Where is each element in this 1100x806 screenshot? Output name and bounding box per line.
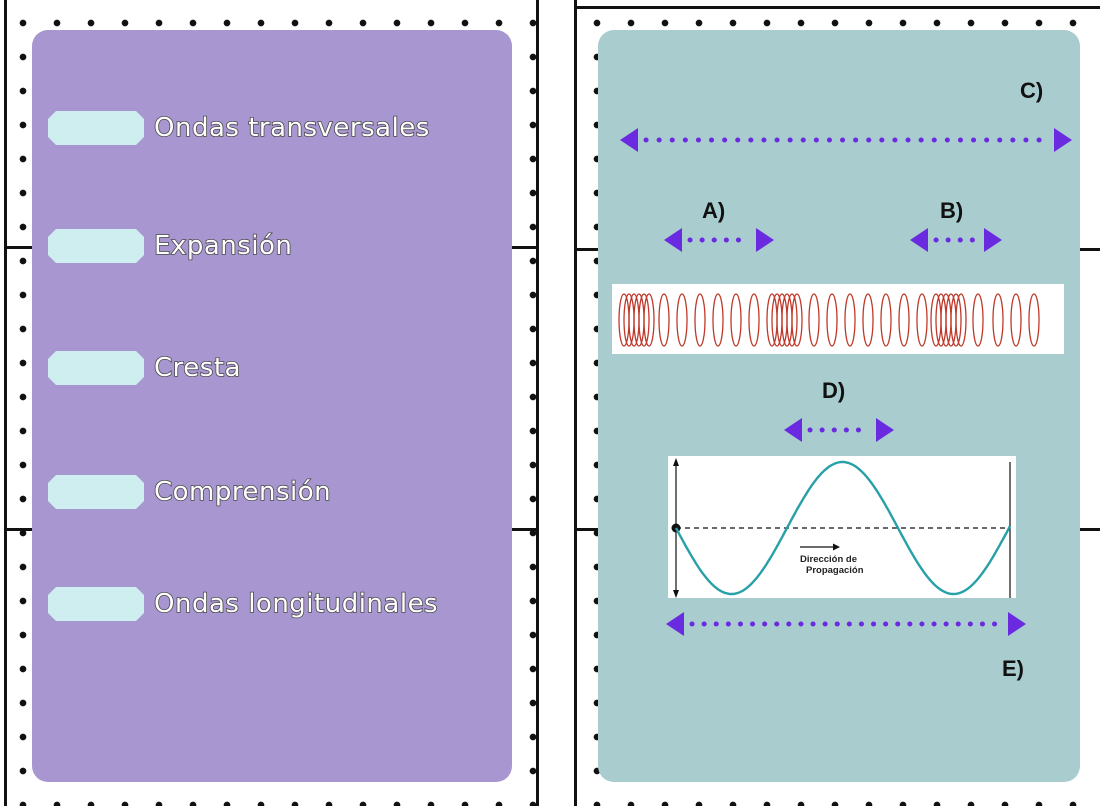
spring-coil xyxy=(880,293,892,347)
spring-coil xyxy=(658,293,670,347)
spring-coil xyxy=(808,293,820,347)
answer-box[interactable] xyxy=(48,351,144,385)
term-label: Comprensión xyxy=(153,476,332,508)
direction-label-line2: Propagación xyxy=(806,565,864,576)
label-b: B) xyxy=(940,198,964,223)
answer-box[interactable] xyxy=(48,229,144,263)
term-label: Expansión xyxy=(153,230,293,262)
spring-coil xyxy=(791,293,803,347)
answer-box[interactable] xyxy=(48,111,144,145)
spring-coil xyxy=(972,293,984,347)
direction-label-line1: Dirección de xyxy=(800,554,857,565)
spring-coil xyxy=(950,293,962,347)
spring-coil xyxy=(638,293,650,347)
spring-coil xyxy=(955,293,967,347)
term-label: Cresta xyxy=(153,352,241,384)
spring-coil xyxy=(916,293,928,347)
spring-coil xyxy=(1028,293,1040,347)
arrow-e xyxy=(666,612,1026,636)
terms-panel xyxy=(32,30,512,782)
term-label: Ondas transversales xyxy=(153,112,430,144)
term-row-ondas-transversales: Ondas transversales xyxy=(48,110,430,146)
longitudinal-wave-image xyxy=(612,284,1064,354)
label-d: D) xyxy=(822,378,846,403)
spring-coil xyxy=(643,293,655,347)
spring-coil xyxy=(712,293,724,347)
label-e: E) xyxy=(1002,656,1024,681)
arrow-d xyxy=(784,418,894,442)
term-row-comprension: Comprensión xyxy=(48,474,331,510)
arrow-a xyxy=(664,228,774,252)
term-row-ondas-longitudinales: Ondas longitudinales xyxy=(48,586,438,622)
sine-wave-diagram: Dirección de Propagación xyxy=(671,458,1012,598)
label-a: A) xyxy=(702,198,726,223)
transverse-wave-image: Dirección de Propagación xyxy=(668,456,1016,598)
term-row-cresta: Cresta xyxy=(48,350,241,386)
spring-coil xyxy=(748,293,760,347)
spring-coil xyxy=(826,293,838,347)
right-card-border-left xyxy=(574,0,577,806)
spring-coil xyxy=(786,293,798,347)
right-card-top-border xyxy=(574,6,1100,9)
spring-coil xyxy=(694,293,706,347)
label-c: C) xyxy=(1020,78,1044,103)
left-card-border-left xyxy=(4,0,7,806)
left-card-border-right xyxy=(536,0,539,806)
spring-coil xyxy=(730,293,742,347)
spring-coil xyxy=(862,293,874,347)
answer-box[interactable] xyxy=(48,587,144,621)
spring-coils xyxy=(618,293,1040,347)
term-row-expansion: Expansión xyxy=(48,228,293,264)
spring-coil xyxy=(676,293,688,347)
term-label: Ondas longitudinales xyxy=(153,588,439,620)
spring-coil xyxy=(1010,293,1022,347)
spring-coil xyxy=(844,293,856,347)
arrow-c xyxy=(620,128,1072,152)
diagram-panel xyxy=(598,30,1080,782)
spring-coil xyxy=(898,293,910,347)
spring-coil xyxy=(992,293,1004,347)
answer-box[interactable] xyxy=(48,475,144,509)
arrow-b xyxy=(910,228,1002,252)
